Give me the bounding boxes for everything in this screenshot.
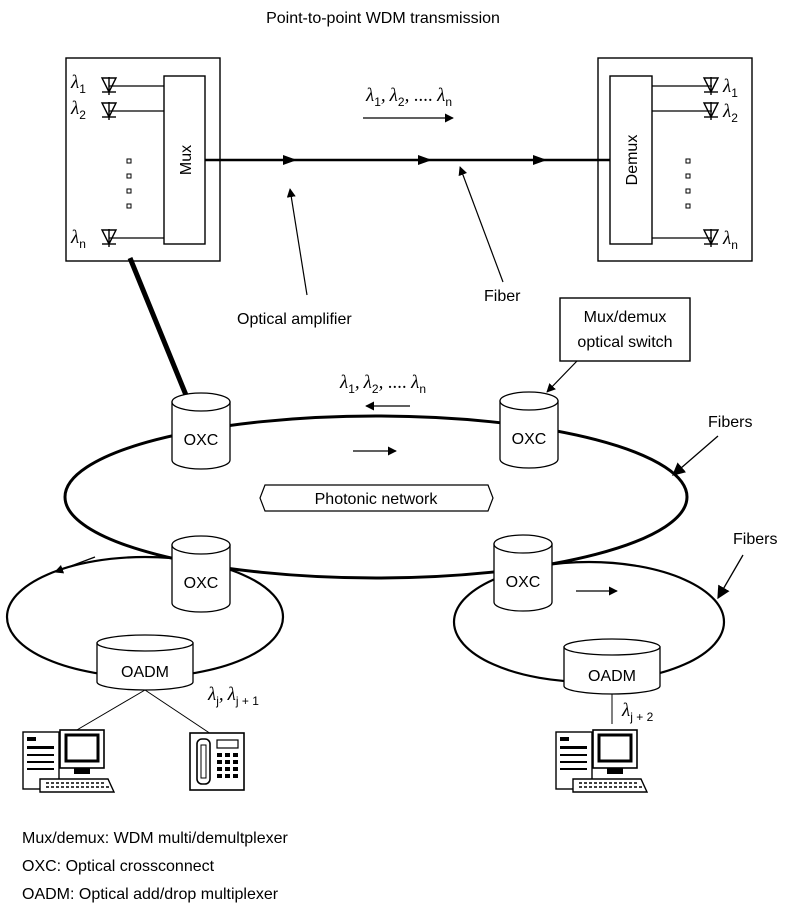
demux-label: Demux [624, 135, 641, 186]
oxc-label: OXC [506, 574, 541, 591]
photonic-network-frame [259, 484, 494, 512]
legend-oadm: OADM: Optical add/drop multiplexer [22, 886, 279, 903]
oadm-left-to-phone [144, 689, 212, 735]
mux-demux-switch-line2: optical switch [577, 334, 672, 351]
transmitter-terminal: Mux λ1 λ2 λn [65, 57, 221, 262]
amplifier-marker-2 [418, 155, 432, 165]
diagram-title: Point-to-point WDM transmission [266, 10, 500, 27]
computer-icon-left [22, 729, 116, 793]
terminal-to-oxc-link [127, 257, 191, 401]
rx-lambda-2: λ2 [722, 101, 738, 125]
rx-lambda-1: λ1 [722, 76, 738, 100]
fibers-label-upper: Fibers [708, 414, 752, 431]
oxc-node-bottom-right: OXC [493, 534, 553, 612]
computer-icon-right [555, 729, 649, 793]
oadm-left-wavelengths: λj,λj + 1 [207, 684, 259, 708]
amplifier-marker-1 [283, 155, 297, 165]
tx-vertical-dots [126, 158, 132, 209]
mux-demux-switch-line1: Mux/demux [584, 309, 667, 326]
rx-lambda-n: λn [722, 228, 738, 252]
fibers-pointer-upper [672, 435, 719, 476]
left-ring-arrow [54, 556, 96, 574]
mux-demux-switch-pointer [546, 360, 578, 393]
ring-main [63, 414, 689, 580]
telephone-icon [189, 732, 245, 791]
oxc-node-top-right: OXC [499, 391, 559, 469]
photonic-network-label: Photonic network [315, 491, 439, 508]
mux-demux-switch-box [559, 297, 691, 362]
oxc-label: OXC [184, 432, 219, 449]
fibers-pointer-lower [717, 554, 744, 600]
oxc-node-top-left: OXC [171, 392, 231, 470]
oadm-node-right: OADM [563, 638, 661, 695]
tx-lambda-1: λ1 [70, 72, 86, 96]
legend-oxc: OXC: Optical crossconnect [22, 858, 215, 875]
oxc-node-bottom-left: OXC [171, 535, 231, 613]
legend: Mux/demux: WDM multi/demultplexer OXC: O… [22, 830, 289, 903]
amplifier-marker-3 [533, 155, 547, 165]
transmitter-box [65, 57, 221, 262]
oadm-label: OADM [588, 668, 636, 685]
fiber-label: Fiber [484, 288, 521, 305]
link-wavelengths-label: λ1,λ2, ....λn [365, 85, 452, 109]
oxc-label: OXC [512, 431, 547, 448]
ring-wavelengths-label: λ1,λ2, ....λn [339, 372, 426, 396]
mux-label: Mux [178, 145, 195, 175]
oadm-node-left: OADM [96, 634, 194, 691]
legend-mux-demux: Mux/demux: WDM multi/demultplexer [22, 830, 289, 847]
fiber-pointer [458, 166, 504, 283]
oxc-label: OXC [184, 575, 219, 592]
receiver-terminal: Demux λ1 λ2 λn [597, 57, 753, 262]
oadm-label: OADM [121, 664, 169, 681]
rx-vertical-dots [685, 158, 691, 209]
optical-amplifier-label: Optical amplifier [237, 311, 352, 328]
oadm-left-to-computer [69, 689, 146, 735]
fibers-label-lower: Fibers [733, 531, 777, 548]
oadm-right-wavelength: λj + 2 [621, 700, 654, 724]
optical-amplifier-pointer [286, 188, 308, 296]
tx-lambda-n: λn [70, 227, 86, 251]
tx-lambda-2: λ2 [70, 98, 86, 122]
